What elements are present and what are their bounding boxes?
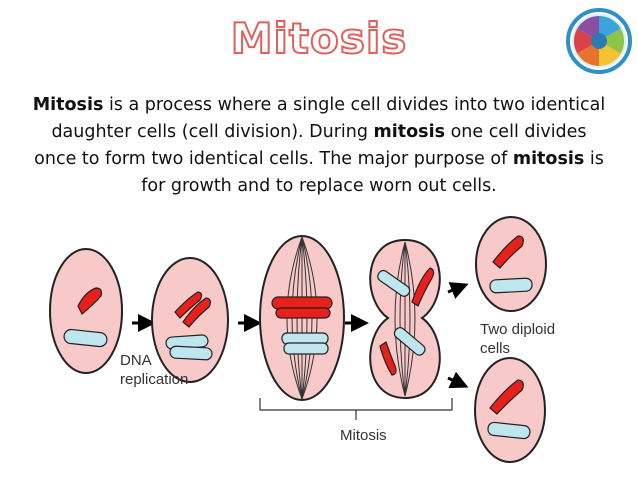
- red-chromosome: [489, 379, 524, 415]
- red-chromatid-a: [174, 291, 203, 319]
- arrow-to-bottom-daughter: [447, 371, 469, 389]
- blue-chromosome: [487, 421, 531, 440]
- blue-chromosome: [489, 277, 533, 294]
- color-wheel-badge-icon: [566, 8, 632, 74]
- parent-cell: [49, 248, 123, 374]
- blue-chromatid-b: [169, 345, 213, 361]
- arrow-to-top-daughter: [447, 282, 469, 299]
- blue-chromatid-top: [377, 269, 411, 297]
- anaphase-cell: [369, 238, 441, 400]
- red-chromosome: [492, 235, 524, 269]
- daughter-cell-bottom: [474, 357, 546, 463]
- blue-chromatid-bottom: [393, 327, 426, 356]
- metaphase-cell: [259, 235, 345, 401]
- diploid-label-line2: cells: [480, 340, 510, 357]
- red-chromosome: [77, 287, 103, 315]
- red-chromatid-bottom: [379, 341, 397, 376]
- dna-label-line2: replication: [120, 371, 188, 388]
- mitosis-label: Mitosis: [340, 427, 387, 444]
- red-chromatid-b: [182, 297, 212, 328]
- mitosis-bracket: [259, 398, 453, 411]
- page-title: Mitosis: [230, 13, 408, 64]
- dna-label-line1: DNA: [120, 352, 152, 369]
- red-chromosome-pair: [271, 296, 333, 310]
- blue-chromosome-pair: [281, 332, 329, 345]
- red-chromatid-top: [411, 267, 435, 307]
- diploid-label-line1: Two diploid: [480, 321, 555, 338]
- description-paragraph: Mitosis is a process where a single cell…: [32, 95, 606, 196]
- daughter-cell-top: [475, 216, 547, 312]
- replicated-cell: [151, 257, 229, 383]
- blue-chromosome: [63, 328, 108, 348]
